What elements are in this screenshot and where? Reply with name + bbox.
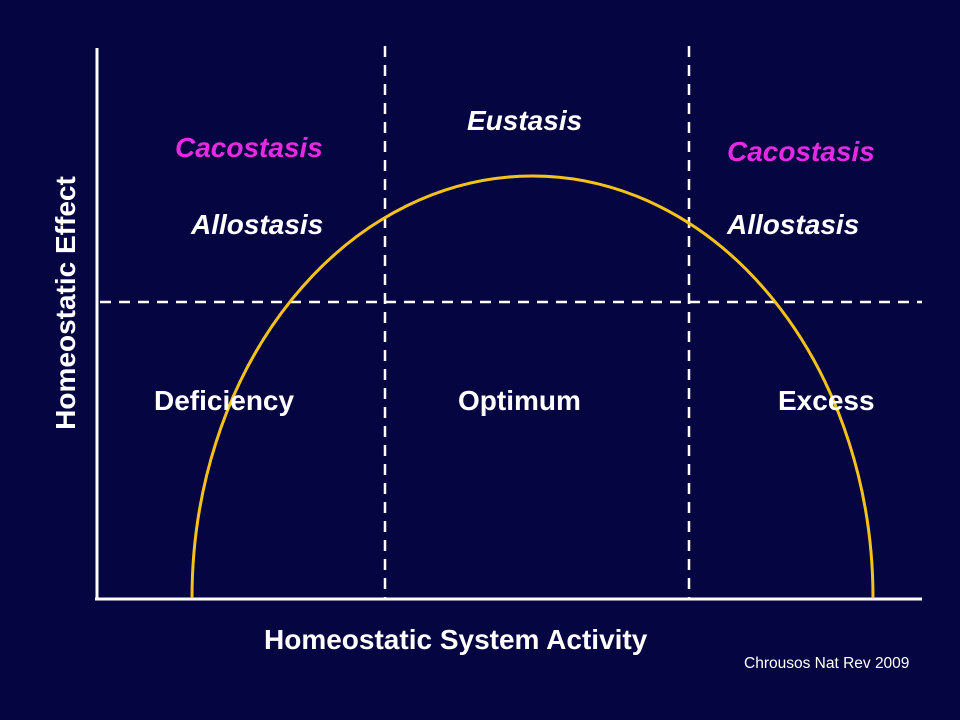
homeostasis-curve (190, 174, 875, 599)
right-cacostasis-label: Cacostasis (727, 136, 875, 167)
left-allostasis-label: Allostasis (191, 209, 324, 240)
right-allostasis-label: Allostasis (727, 209, 860, 240)
deficiency-label: Deficiency (154, 385, 295, 416)
eustasis-label: Eustasis (467, 105, 583, 136)
optimum-label: Optimum (458, 385, 581, 416)
citation-text: Chrousos Nat Rev 2009 (744, 655, 910, 672)
x-axis-label: Homeostatic System Activity (264, 624, 648, 655)
excess-label: Excess (778, 385, 875, 416)
left-cacostasis-label: Cacostasis (175, 132, 323, 163)
y-axis-label: Homeostatic Effect (50, 176, 81, 430)
